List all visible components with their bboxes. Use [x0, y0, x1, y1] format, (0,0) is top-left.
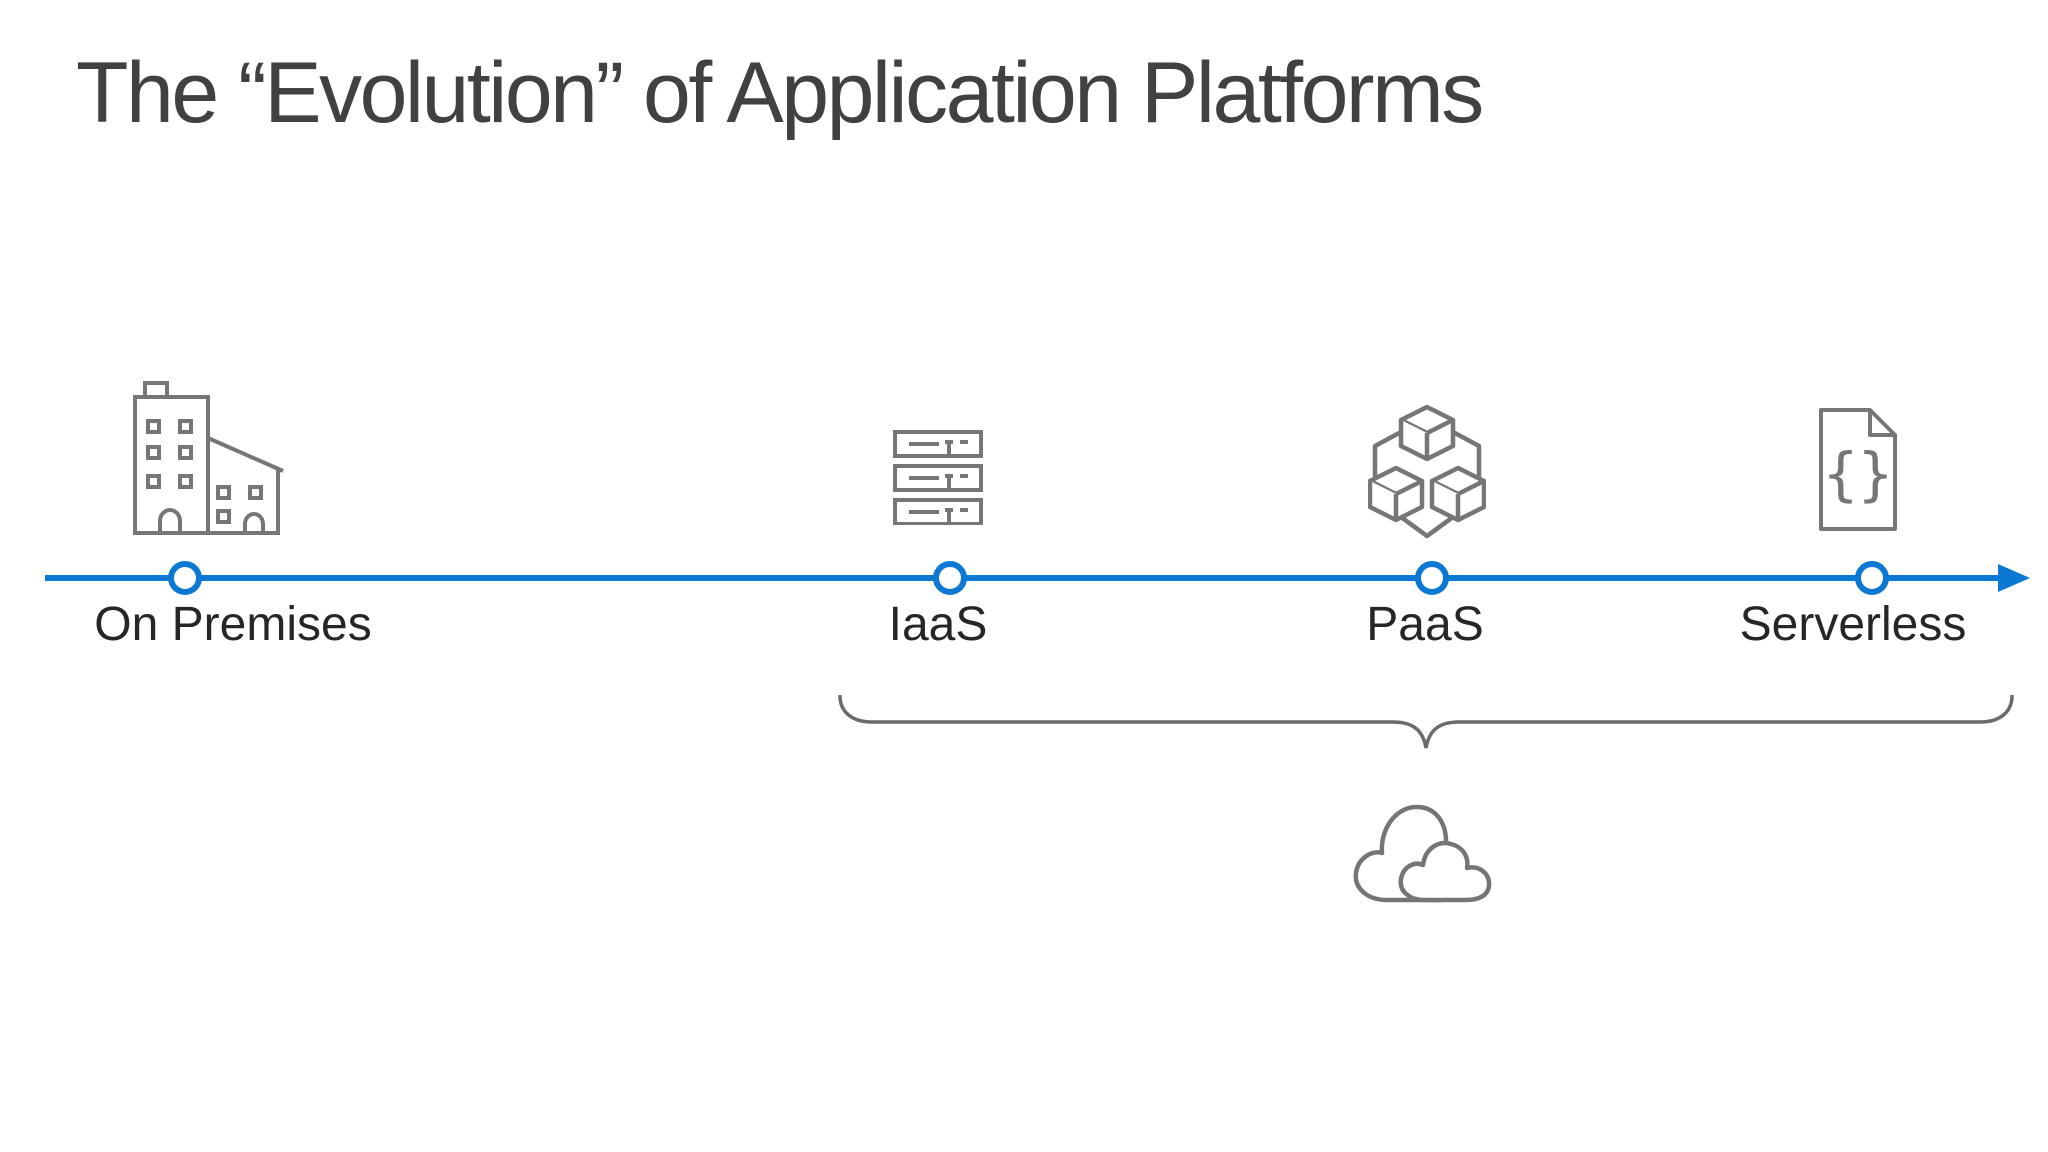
timeline-node-on-premises: [168, 561, 202, 595]
group-brace-icon: [838, 695, 2014, 749]
connected-cubes-icon: [1368, 404, 1486, 539]
building-icon: [133, 381, 284, 535]
timeline-node-serverless: [1855, 561, 1889, 595]
server-rack-icon: [893, 430, 983, 525]
cloud-icon: [1353, 804, 1492, 903]
timeline-node-paas: [1415, 561, 1449, 595]
stage-label-paas: PaaS: [1366, 598, 1484, 651]
stage-label-on-premises: On Premises: [94, 598, 372, 651]
timeline-node-iaas: [933, 561, 967, 595]
slide-title: The “Evolution” of Application Platforms: [76, 45, 1484, 141]
stage-label-iaas: IaaS: [888, 598, 988, 651]
stage-label-serverless: Serverless: [1739, 598, 1967, 651]
timeline-arrowhead-icon: [1998, 564, 2030, 592]
timeline-line: [45, 575, 2003, 581]
code-document-icon: {}: [1819, 408, 1897, 531]
code-braces-glyph: {}: [1823, 440, 1893, 508]
